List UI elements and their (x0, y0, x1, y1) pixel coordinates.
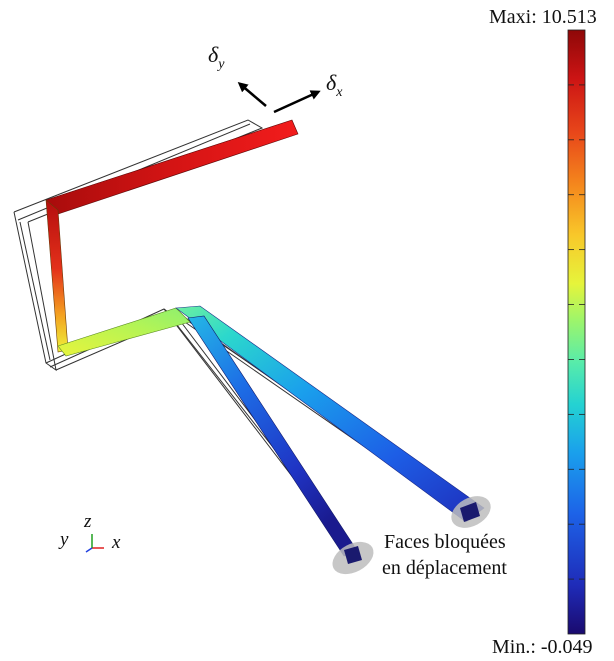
deformed-beams (45, 119, 485, 557)
colorbar-min-label: Min.: -0.049 (492, 636, 593, 658)
blocked-faces-annotation: Faces bloquées en déplacement (382, 531, 507, 579)
displacement-arrows: δy δx (208, 42, 343, 114)
axis-triad: y z x (58, 511, 121, 553)
vertical-beam (45, 199, 69, 353)
blocked-faces (332, 496, 491, 575)
colorbar (567, 29, 586, 635)
top-beam (45, 119, 299, 217)
delta-x-arrow (273, 90, 321, 114)
middle-beam (57, 307, 191, 357)
annotation-line-1: Faces bloquées (384, 531, 506, 553)
colorbar-max-label: Maxi: 10.513 (489, 6, 597, 28)
delta-x-label: δx (326, 70, 343, 100)
triad-z-label: z (83, 511, 92, 532)
colorbar-gradient (567, 29, 586, 635)
triad-x-label: x (111, 532, 121, 553)
delta-y-arrow (237, 82, 267, 107)
colorbar-ticks (568, 84, 585, 580)
short-leg (187, 315, 359, 557)
annotation-line-2: en déplacement (382, 557, 507, 579)
long-leg (175, 305, 485, 523)
delta-y-label: δy (208, 42, 225, 72)
triad-y-label: y (58, 529, 69, 550)
